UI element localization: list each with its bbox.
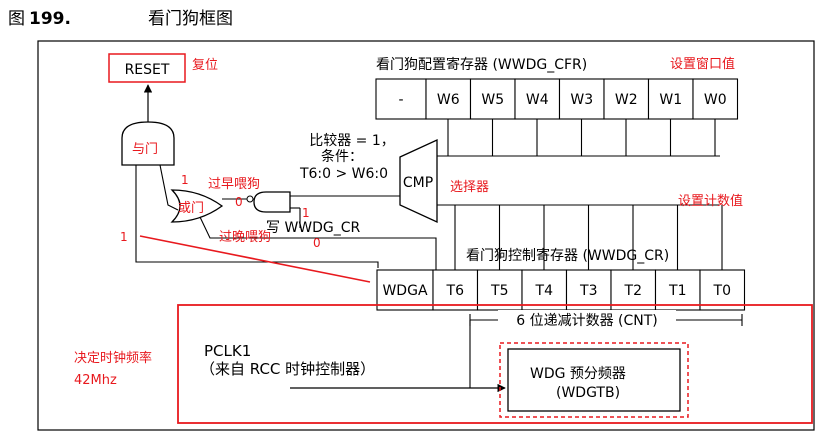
and-gate (121, 121, 175, 166)
pclk-name: PCLK1 (204, 342, 251, 360)
pclk-source: （来自 RCC 时钟控制器） (200, 360, 375, 378)
counter-label: 6 位递减计数器 (CNT) (516, 313, 658, 329)
cfr-cell (692, 78, 739, 120)
too-late-line (199, 216, 437, 290)
cmp-label: CMP (403, 175, 433, 191)
cfr-bit-label: W1 (659, 92, 682, 108)
selector-annotation: 选择器 (450, 180, 489, 195)
wdga-value: 1 (120, 230, 128, 244)
too-early-value: 0 (235, 195, 243, 209)
cr-bit-label: T2 (624, 283, 642, 299)
prescaler-line2: (WDGTB) (556, 385, 620, 401)
or-to-and-line (159, 164, 179, 211)
cmp-condition-1: 比较器 = 1， (309, 133, 395, 149)
inverter-bubble (246, 195, 254, 203)
cr-register: WDGA T6 T5 T4 T3 T2 T1 T0 (376, 269, 746, 311)
or-gate (170, 189, 224, 223)
cr-bit-label: T1 (668, 283, 686, 299)
counter-label-bg (498, 310, 676, 328)
and-gate-annotation: 与门 (132, 142, 158, 157)
figure-name: 看门狗框图 (148, 9, 233, 29)
wdga-line (135, 165, 379, 268)
cr-cell (432, 269, 479, 311)
prescaler-line1: WDG 预分频器 (530, 366, 626, 382)
cfr-bit-label: W6 (437, 92, 460, 108)
cfr-bit-label: W3 (570, 92, 593, 108)
set-counter-annotation: 设置计数值 (678, 193, 743, 209)
set-window-annotation: 设置窗口值 (670, 56, 735, 72)
cfr-register: - W6 W5 W4 W3 W2 W1 W0 (375, 78, 739, 120)
figure-label: 图 (8, 9, 25, 29)
cr-taps (454, 205, 723, 270)
cr-bit-label: T0 (713, 283, 731, 299)
too-late-value: 0 (313, 236, 321, 250)
cr-bit-label: WDGA (382, 283, 427, 299)
reset-box (108, 53, 186, 83)
cfr-cell (375, 78, 427, 120)
diagram-frame (37, 40, 815, 431)
too-early-annotation: 过早喂狗 (208, 177, 260, 192)
cfr-bit-label: W2 (615, 92, 638, 108)
cfr-cell (514, 78, 561, 120)
prescaler-highlight (499, 342, 689, 418)
cfr-taps (447, 119, 716, 156)
write-cr-label: 写 WWDG_CR (266, 220, 361, 236)
reset-annotation: 复位 (192, 58, 218, 73)
cfr-bit-label: W5 (481, 92, 504, 108)
cfr-bit-label: - (398, 92, 403, 108)
reset-label: RESET (125, 62, 170, 78)
cmp-condition-2: 条件： (321, 148, 363, 165)
cmp-block (399, 138, 438, 224)
cr-bit-label: T5 (490, 283, 508, 299)
cr-bit-label: T4 (535, 283, 554, 299)
clock-frequency: 42Mhz (74, 373, 117, 388)
cfr-bit-label: W0 (704, 92, 727, 108)
or-gate-annotation: 或门 (178, 201, 204, 216)
figure-number: 199. (29, 9, 71, 29)
cfr-cell (603, 78, 650, 120)
cr-write-value: 1 (302, 206, 310, 220)
clock-annotation: 决定时钟频率 (74, 350, 152, 366)
reset-block: RESET (108, 53, 186, 83)
cr-bit-label: T3 (579, 283, 597, 299)
cmp-condition-3: T6:0 > W6:0 (299, 166, 388, 182)
cr-cell (654, 269, 701, 311)
cr-cell (565, 269, 612, 311)
wdga-annotation-line (139, 235, 371, 283)
cr-cell (376, 269, 434, 311)
too-late-annotation: 过晚喂狗 (219, 230, 271, 245)
prescaler-box (507, 348, 681, 412)
cr-cell (521, 269, 568, 311)
early-gate (253, 191, 291, 213)
and-input-value: 1 (181, 173, 189, 187)
cr-cell (610, 269, 657, 311)
cr-title: 看门狗控制寄存器 (WWDG_CR) (466, 247, 669, 264)
cfr-cell (425, 78, 472, 120)
cfr-bit-label: W4 (526, 92, 549, 108)
clock-region (177, 304, 813, 424)
cr-cell (699, 269, 746, 311)
cfr-title: 看门狗配置寄存器 (WWDG_CFR) (376, 56, 587, 73)
cr-bit-label: T6 (446, 283, 465, 299)
